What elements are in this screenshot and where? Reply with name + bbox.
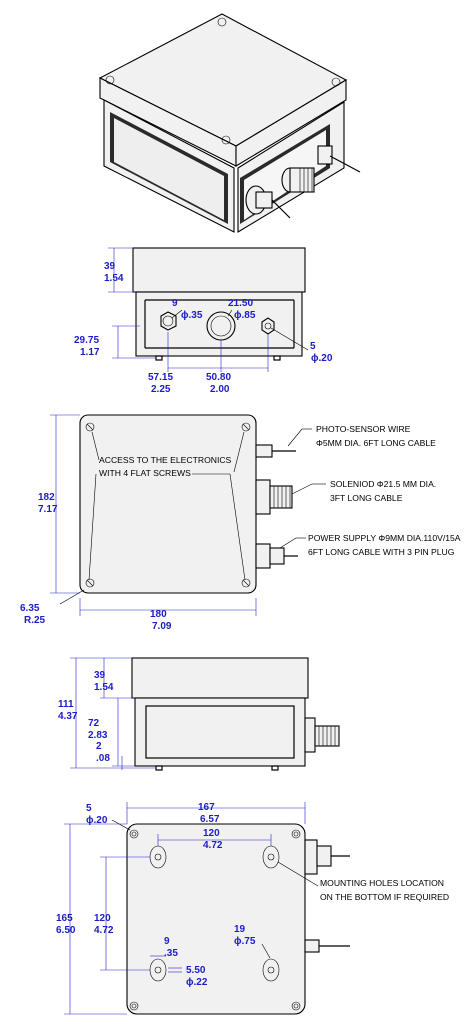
- corner-hole-icon: [291, 1001, 301, 1011]
- corner-hole-icon: [129, 1001, 139, 1011]
- screw-icon: [241, 422, 251, 432]
- solenoid-note-line1: SOLENIOD Φ21.5 MM DIA.: [330, 479, 436, 489]
- side-foot-height-mm: 2: [96, 741, 102, 752]
- power-note-line1: POWER SUPPLY Φ9MM DIA.110V/15A: [308, 533, 461, 543]
- solenoid-fitting: [304, 717, 340, 753]
- front-spacing-right-mm: 50.80: [206, 372, 231, 383]
- screw-icon: [241, 578, 251, 588]
- photo-note-line1: PHOTO-SENSOR WIRE: [316, 424, 411, 434]
- front-hole-tiny-mm: 5: [310, 341, 316, 352]
- side-body-height-mm: 72: [88, 718, 100, 729]
- side-view: 39 1.54 111 4.37 72 2.83 2 .08: [58, 657, 340, 771]
- front-lid-height-mm: 39: [104, 261, 116, 272]
- top-corner-radius-in: R.25: [24, 615, 46, 626]
- front-hole-large-mm: 21.50: [228, 298, 253, 309]
- bottom-slot-length-mm: 19: [234, 924, 246, 935]
- photo-sensor-fitting: [255, 428, 303, 458]
- front-view: 39 1.54 29.75 1.17 9 ϕ.35 21.50 ϕ.85 5 ϕ…: [74, 247, 333, 395]
- solenoid-note-line2: 3FT LONG CABLE: [330, 493, 403, 503]
- top-view: ACCESS TO THE ELECTRONICS WITH 4 FLAT SC…: [20, 414, 461, 632]
- bottom-height-mm: 165: [56, 913, 73, 924]
- power-fitting: [255, 537, 298, 569]
- screw-icon: [221, 135, 231, 145]
- bottom-hole-spacing-x-mm: 120: [203, 828, 220, 839]
- solenoid-fitting: [281, 167, 315, 193]
- front-lid-height-in: 1.54: [104, 273, 124, 284]
- front-spacing-left-in: 2.25: [151, 384, 171, 395]
- bottom-slot-width-mm: 9: [164, 936, 170, 947]
- mounting-note-line2: ON THE BOTTOM IF REQUIRED: [320, 892, 449, 902]
- screw-icon: [85, 578, 95, 588]
- mounting-note-line1: MOUNTING HOLES LOCATION: [320, 878, 444, 888]
- bottom-hole-spacing-y-in: 4.72: [94, 925, 114, 936]
- bottom-width-mm: 167: [198, 802, 215, 813]
- bottom-hole-spacing-y-mm: 120: [94, 913, 111, 924]
- screw-icon: [105, 75, 115, 85]
- photo-sensor-fitting: [304, 939, 350, 953]
- bottom-hole-spacing-x-in: 4.72: [203, 840, 223, 851]
- side-total-height-mm: 111: [58, 699, 74, 710]
- bottom-slot-hole-mm: 5.50: [186, 965, 206, 976]
- power-fitting: [245, 185, 291, 219]
- access-note-line1: ACCESS TO THE ELECTRONICS: [99, 455, 232, 465]
- side-lid-height-mm: 39: [94, 670, 106, 681]
- bottom-height-in: 6.50: [56, 925, 76, 936]
- access-note-line2: WITH 4 FLAT SCREWS: [99, 468, 191, 478]
- top-height-mm: 182: [38, 492, 55, 503]
- top-corner-radius-mm: 6.35: [20, 603, 40, 614]
- front-spacing-right-in: 2.00: [210, 384, 230, 395]
- power-fitting: [304, 839, 350, 875]
- front-hole-small-in: ϕ.35: [181, 310, 203, 321]
- front-hole-height-in: 1.17: [80, 347, 100, 358]
- power-note-line2: 6FT LONG CABLE WITH 3 PIN PLUG: [308, 547, 455, 557]
- front-hole-tiny-in: ϕ.20: [311, 353, 333, 364]
- solenoid-fitting: [255, 479, 313, 515]
- photo-note-line2: Φ5MM DIA. 6FT LONG CABLE: [316, 438, 436, 448]
- photo-sensor-fitting: [317, 145, 361, 173]
- isometric-view: [98, 13, 361, 233]
- front-hole-height-mm: 29.75: [74, 335, 99, 346]
- bottom-corner-hole-mm: 5: [86, 803, 92, 814]
- corner-hole-icon: [291, 829, 301, 839]
- screw-icon: [331, 77, 341, 87]
- side-lid-height-in: 1.54: [94, 682, 114, 693]
- corner-hole-icon: [129, 829, 139, 839]
- front-spacing-left-mm: 57.15: [148, 372, 173, 383]
- side-foot-height-in: .08: [96, 753, 110, 764]
- bottom-slot-length-in: ϕ.75: [234, 936, 256, 947]
- side-total-height-in: 4.37: [58, 711, 78, 722]
- bottom-view: MOUNTING HOLES LOCATION ON THE BOTTOM IF…: [56, 802, 449, 1015]
- bottom-slot-hole-in: ϕ.22: [186, 977, 208, 988]
- screw-icon: [217, 17, 227, 27]
- front-hole-small-mm: 9: [172, 298, 178, 309]
- screw-icon: [85, 422, 95, 432]
- top-height-in: 7.17: [38, 504, 58, 515]
- front-hole-large-in: ϕ.85: [234, 310, 256, 321]
- top-width-mm: 180: [150, 609, 167, 620]
- mounting-slot-icon: [262, 958, 280, 982]
- bottom-corner-hole-in: ϕ.20: [86, 815, 108, 826]
- bottom-width-in: 6.57: [200, 814, 220, 825]
- top-width-in: 7.09: [152, 621, 172, 632]
- bottom-slot-width-in: .35: [164, 948, 178, 959]
- side-body-height-in: 2.83: [88, 730, 108, 741]
